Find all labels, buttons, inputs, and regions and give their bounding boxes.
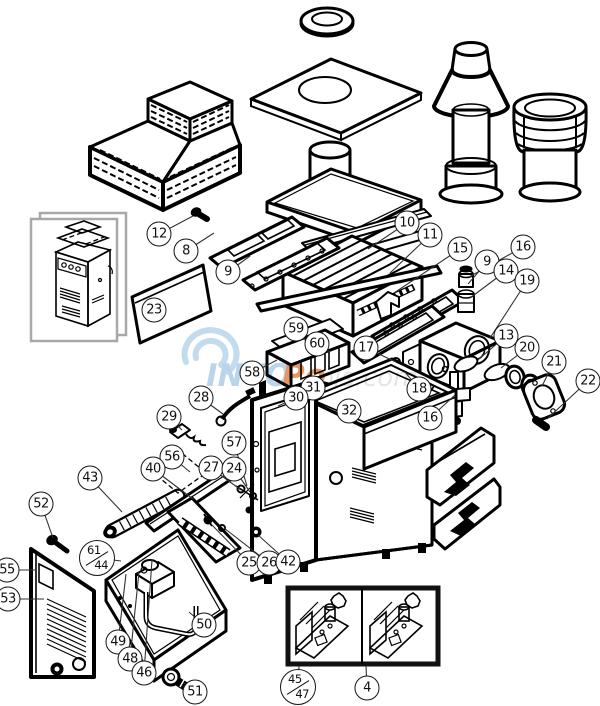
- vent-stack: [432, 41, 510, 205]
- callout-11: 11: [417, 222, 443, 248]
- callout-23: 23: [141, 297, 167, 323]
- assembled-heater-inset: [29, 211, 128, 343]
- callout-9: 9: [215, 259, 241, 285]
- callout-16: 16: [510, 234, 536, 260]
- side-panel-23: [130, 263, 213, 345]
- callout-22: 22: [575, 368, 600, 394]
- callout-42: 42: [275, 549, 301, 575]
- callout-17: 17: [353, 335, 379, 361]
- bracket-clip-15: [375, 291, 400, 320]
- watermark-text-gray: ols.com: [318, 363, 418, 393]
- callout-51: 51: [182, 679, 208, 705]
- callout-18: 18: [406, 376, 432, 402]
- callout-43: 43: [77, 465, 103, 491]
- callout-60: 60: [304, 331, 330, 357]
- callout-20: 20: [514, 335, 540, 361]
- callout-21: 21: [541, 349, 567, 375]
- callout-58: 58: [239, 360, 265, 386]
- callout-10: 10: [394, 210, 420, 236]
- header-gasket-9: [241, 236, 341, 292]
- callout-24: 24: [221, 456, 247, 482]
- callout-46: 46: [131, 660, 157, 686]
- flue-collector: [265, 140, 423, 246]
- callout-16: 16: [417, 405, 443, 431]
- callout-8: 8: [173, 238, 199, 264]
- valve-detail-sketch: [294, 592, 350, 659]
- vent-hood-top: [88, 80, 242, 212]
- front-door-panel: [29, 547, 96, 679]
- pin-22: [532, 416, 550, 431]
- top-panel-plate: [249, 57, 423, 142]
- callout-29: 29: [156, 404, 182, 430]
- assembled-heater-thumbnail: [53, 220, 113, 328]
- pilot-tubing-28: [215, 387, 256, 427]
- callout-12: 12: [146, 221, 172, 247]
- callout-55: 55: [0, 557, 20, 583]
- vent-cap: [512, 92, 588, 203]
- callout-40: 40: [140, 456, 166, 482]
- burner-tube-43: [103, 488, 186, 539]
- callout-19: 19: [514, 268, 540, 294]
- callout-32: 32: [336, 398, 362, 424]
- valve-detail-inset: [285, 585, 441, 667]
- callout-15: 15: [447, 236, 473, 262]
- screw-12: [190, 207, 210, 222]
- flue-collar-ring: [299, 6, 355, 38]
- mounting-bracket-zigzag: [425, 426, 502, 551]
- callout-4: 4: [354, 675, 380, 701]
- callout-57: 57: [221, 430, 247, 456]
- callout-52: 52: [28, 491, 54, 517]
- callout-30: 30: [283, 385, 309, 411]
- callout-28: 28: [188, 385, 214, 411]
- callout-27: 27: [198, 455, 224, 481]
- callout-53: 53: [0, 586, 21, 612]
- callout-50: 50: [191, 612, 217, 638]
